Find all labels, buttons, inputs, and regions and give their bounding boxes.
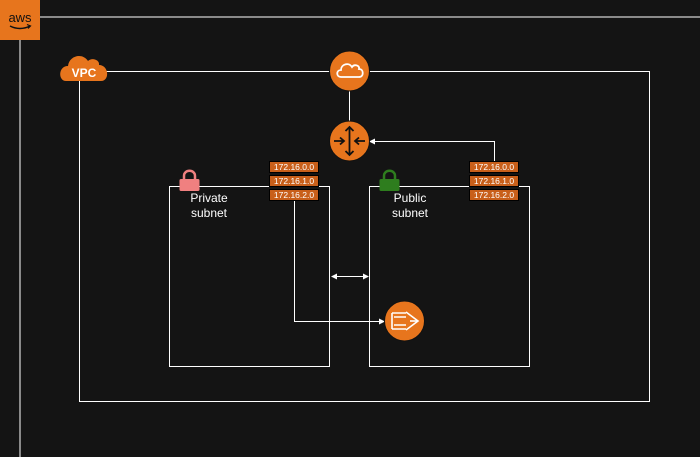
aws-cloud-boundary bbox=[19, 16, 700, 457]
arrowhead-right bbox=[363, 273, 369, 280]
router-icon bbox=[329, 120, 370, 162]
nat-gateway-icon bbox=[384, 300, 425, 342]
private-cidr-tag: 172.16.1.0 bbox=[269, 175, 319, 187]
private-subnet-label: Private subnet bbox=[190, 191, 228, 220]
public-subnet-label: Public subnet bbox=[391, 191, 429, 220]
public-cidr-tag: 172.16.2.0 bbox=[469, 189, 519, 201]
nat-arrowhead bbox=[379, 318, 385, 325]
public-lock-icon bbox=[379, 169, 400, 191]
aws-logo-icon: aws bbox=[0, 0, 40, 40]
private-cidr-tag: 172.16.0.0 bbox=[269, 161, 319, 173]
public-cidr-tag: 172.16.1.0 bbox=[469, 175, 519, 187]
internet-gateway-cloud-icon bbox=[329, 50, 370, 92]
private-lock-icon bbox=[179, 169, 200, 191]
public-subnet-to-router-connector bbox=[369, 141, 495, 161]
private-subnet-to-nat-connector bbox=[294, 201, 382, 322]
vpc-cloud-icon: VPC bbox=[60, 55, 108, 81]
public-subnet-box bbox=[369, 186, 530, 367]
vpc-boundary bbox=[79, 71, 650, 402]
router-arrowhead bbox=[369, 138, 375, 145]
vpc-badge-label: VPC bbox=[72, 66, 97, 80]
arrowhead-left bbox=[331, 273, 337, 280]
private-cidr-tag: 172.16.2.0 bbox=[269, 189, 319, 201]
aws-logo-text: aws bbox=[8, 10, 32, 25]
public-cidr-tag: 172.16.0.0 bbox=[469, 161, 519, 173]
private-subnet-box bbox=[169, 186, 330, 367]
